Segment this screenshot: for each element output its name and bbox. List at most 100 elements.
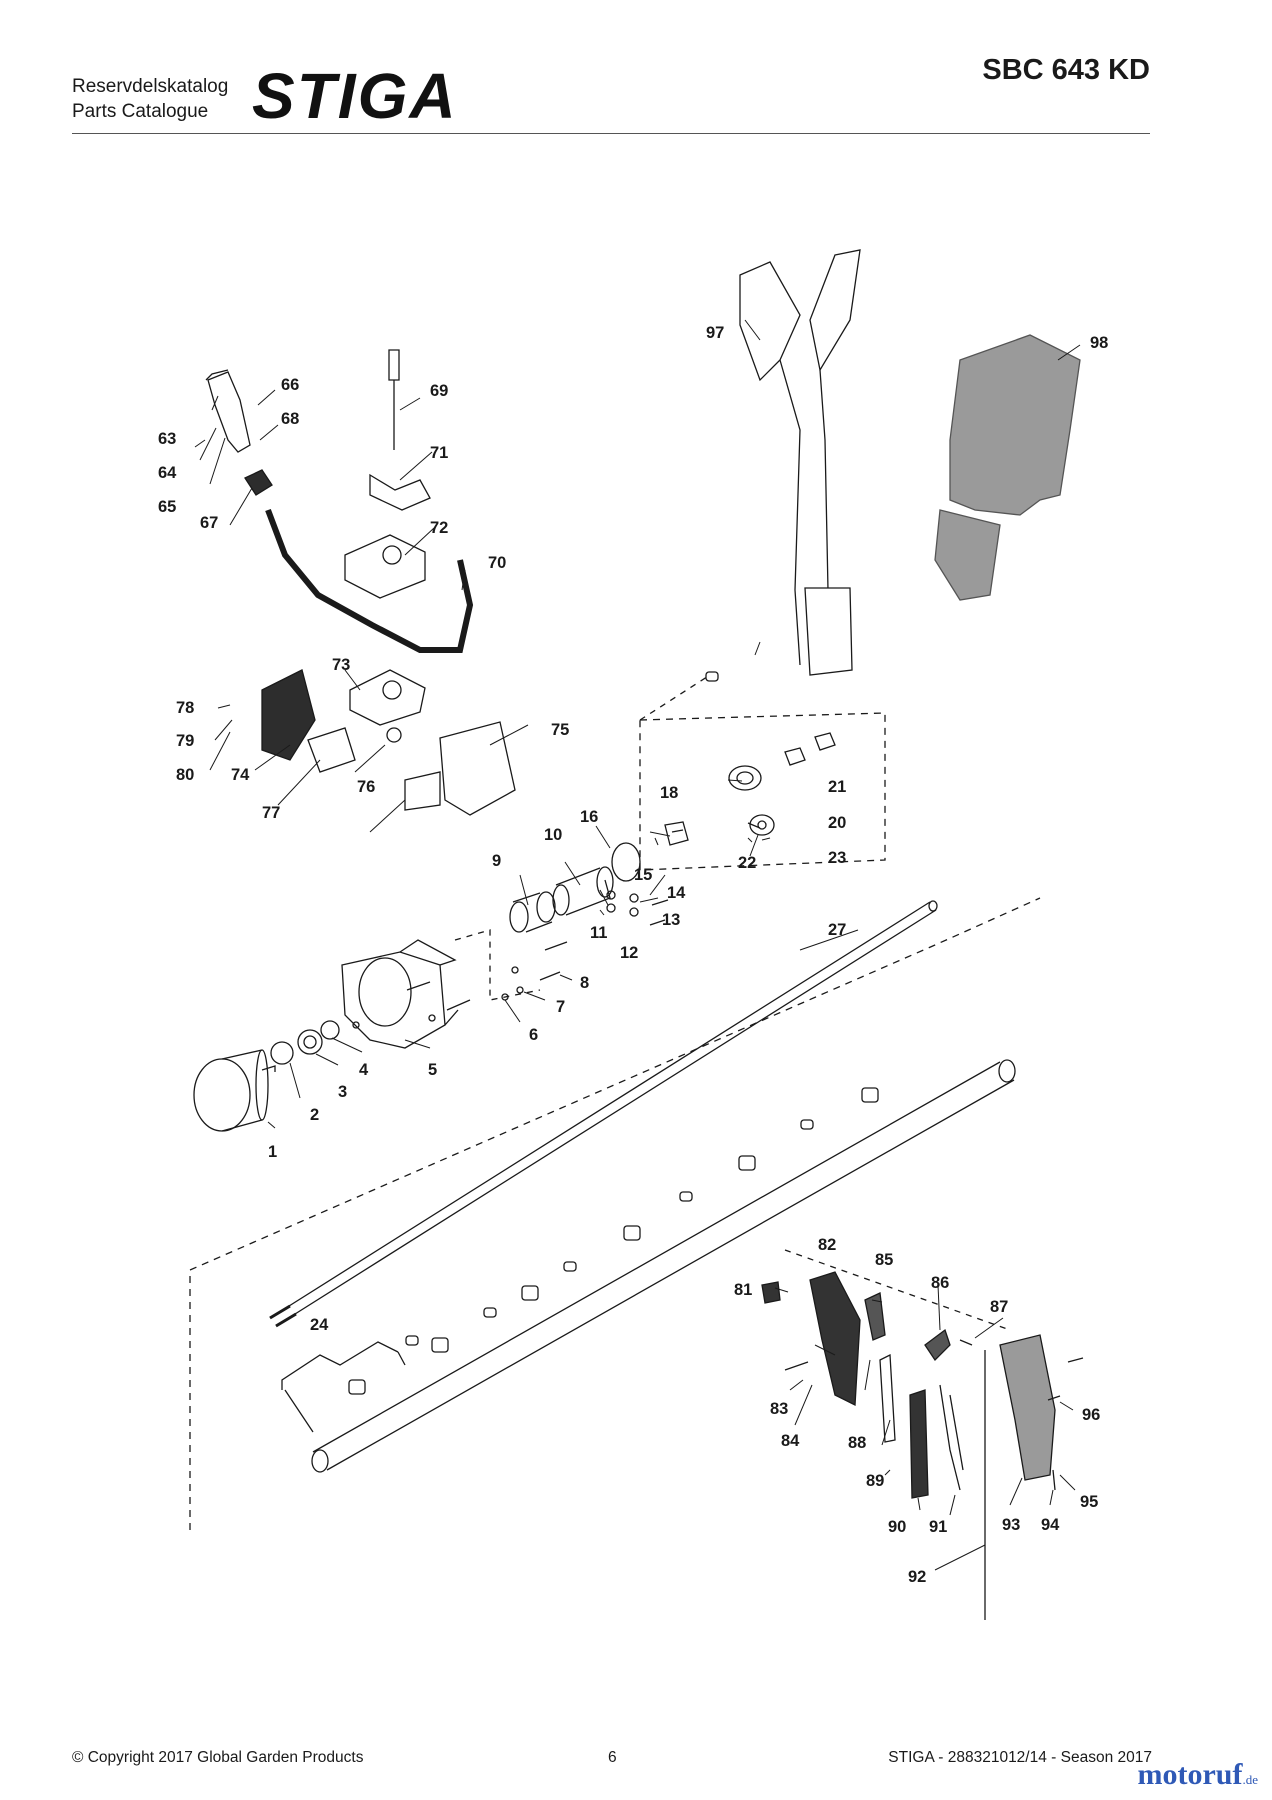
shaft-bushings [348,671,879,1395]
screws [406,822,761,1011]
watermark: motoruf.de [1137,1758,1258,1792]
part-label: 23 [828,849,846,867]
part-label: 22 [738,854,756,872]
part-label: 12 [620,944,638,962]
part-label: 63 [158,430,176,448]
part-label: 85 [875,1251,893,1269]
harness-97 [739,249,861,676]
part-label: 72 [430,519,448,537]
part-label: 96 [1082,1406,1100,1424]
part-label: 20 [828,814,846,832]
nut-76 [386,727,402,743]
part-label: 10 [544,826,562,844]
loop-handle-bar [265,508,474,653]
part-label: 15 [634,866,652,884]
clamp-21 [728,765,762,791]
part-label: 94 [1041,1516,1060,1534]
handle-bracket-74 [261,669,316,761]
part-label: 97 [706,324,724,342]
insert-77a [307,727,356,773]
shaft-tube [311,1059,1016,1473]
grip-tube-90 [909,1389,929,1499]
spring-87 [959,1339,973,1346]
part-label: 24 [310,1316,329,1334]
part-label: 93 [1002,1516,1020,1534]
part-label: 5 [428,1061,437,1079]
part-label: 2 [310,1106,319,1124]
part-label: 18 [660,784,678,802]
footer-reference: STIGA - 288321012/14 - Season 2017 [888,1749,1152,1766]
part-label: 88 [848,1434,866,1452]
wire-91 [939,1384,964,1491]
ring-16 [611,842,641,882]
part-label: 6 [529,1026,538,1044]
part-label: 70 [488,554,506,572]
coupling-10 [552,866,614,916]
knob-67 [244,469,273,496]
plug-81 [761,1281,781,1304]
part-label: 87 [990,1298,1008,1316]
part-label: 95 [1080,1493,1098,1511]
part-label: 81 [734,1281,752,1299]
part-label: 83 [770,1400,788,1418]
drive-shaft [269,900,938,1328]
part-label: 14 [667,884,686,902]
bearing-3 [297,1029,323,1055]
part-label: 74 [231,766,250,784]
part-label: 3 [338,1083,347,1101]
watermark-name: motoruf [1137,1758,1243,1791]
washer-2 [270,1041,294,1065]
model-name: SBC 643 KD [982,54,1150,86]
clutch-housing [341,939,459,1049]
part-label: 65 [158,498,176,516]
screws-rear [784,1357,1084,1491]
part-label: 73 [332,656,350,674]
part-label: 80 [176,766,194,784]
bracket-24 [281,1341,406,1433]
washers [352,890,639,1029]
part-label: 98 [1090,334,1108,352]
part-label: 64 [158,464,177,482]
footer-copyright: © Copyright 2017 Global Garden Products [72,1749,364,1766]
clamp-bottom-73 [349,669,426,726]
part-label: 82 [818,1236,836,1254]
ring-4 [320,1020,340,1040]
lever-86 [924,1328,951,1362]
lock-button-89 [879,1353,896,1443]
dashed-frame-clamp [639,712,886,871]
footer-page-number: 6 [608,1749,617,1766]
part-label: 91 [929,1518,947,1536]
stiga-logo-text: STIGA [252,62,458,124]
clips [784,732,836,766]
part-label: 69 [430,382,448,400]
part-label: 7 [556,998,565,1016]
part-label: 75 [551,721,569,739]
clamp-18 [664,821,689,846]
handle-pin [388,349,400,450]
sleeve-9 [509,891,556,933]
clamp-top [344,534,426,599]
loop-handle-grip [205,369,251,453]
exploded-parts-diagram: 1 2 3 4 5 6 7 8 9 10 11 12 13 14 15 16 1… [158,249,1108,1620]
header-divider [72,133,1150,134]
part-label: 77 [262,804,280,822]
part-label: 21 [828,778,846,796]
harness-98 [934,334,1081,601]
part-label: 9 [492,852,501,870]
catalog-title: Reservdelskatalog Parts Catalogue [72,74,228,124]
part-label: 8 [580,974,589,992]
stiga-logo: STIGA [252,62,458,124]
part-label: 16 [580,808,598,826]
clutch-drum [193,1049,276,1132]
part-label: 1 [268,1143,277,1161]
leader-lines [194,319,1081,1571]
part-label: 11 [590,924,607,942]
part-label: 92 [908,1568,926,1586]
lever-85 [864,1292,886,1341]
part-labels: 1 2 3 4 5 6 7 8 9 10 11 12 13 14 15 16 1… [158,324,1108,1586]
part-label: 67 [200,514,218,532]
part-label: 4 [359,1061,369,1079]
catalog-title-swedish: Reservdelskatalog [72,76,229,97]
part-label: 71 [430,444,448,462]
dashed-leader-gear [454,929,541,1001]
